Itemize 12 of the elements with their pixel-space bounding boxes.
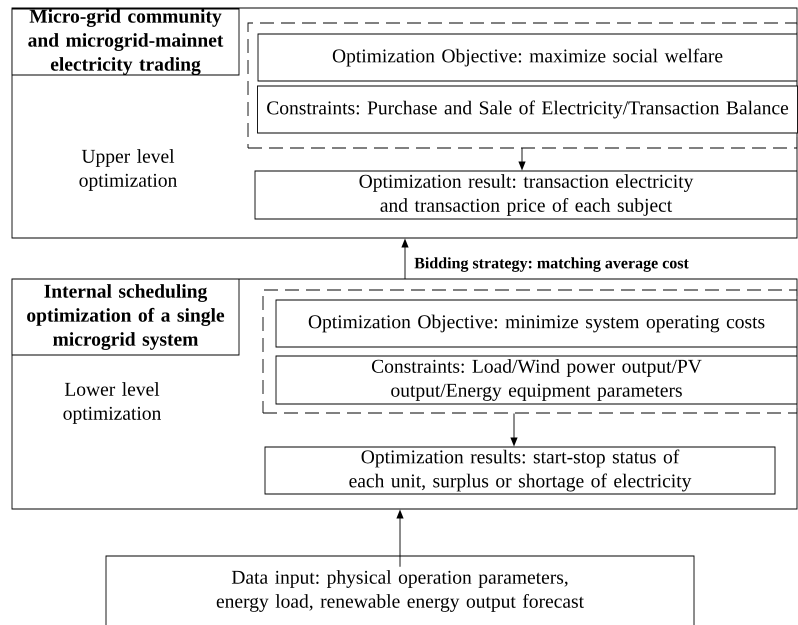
dashed-group-box <box>262 290 798 414</box>
process-box: Optimization Objective: minimize system operating costs <box>276 300 798 348</box>
heading-box: Internal scheduling optimization of a single microgrid system <box>12 278 240 356</box>
process-box: Constraints: Load/Wind power output/PV output/Energy equipment parameters <box>276 356 798 404</box>
process-box: Constraints: Purchase and Sale of Electricity/Transaction Balance <box>257 86 798 134</box>
process-box: Data input: physical operation parameters, energy load, renewable energy output forecast <box>106 556 694 625</box>
process-box: Optimization Objective: maximize social welfare <box>258 34 798 82</box>
dashed-group-box <box>248 22 798 148</box>
edge-label: Bidding strategy: matching average cost <box>413 256 690 273</box>
process-box: Optimization results: start-stop status of each unit, surplus or shortage of electricity <box>264 446 776 494</box>
heading-box: Micro-grid community and microgrid-mainnet electricity trading <box>12 8 240 76</box>
process-box: Optimization result: transaction electricity and transaction price of each subject <box>254 170 798 220</box>
